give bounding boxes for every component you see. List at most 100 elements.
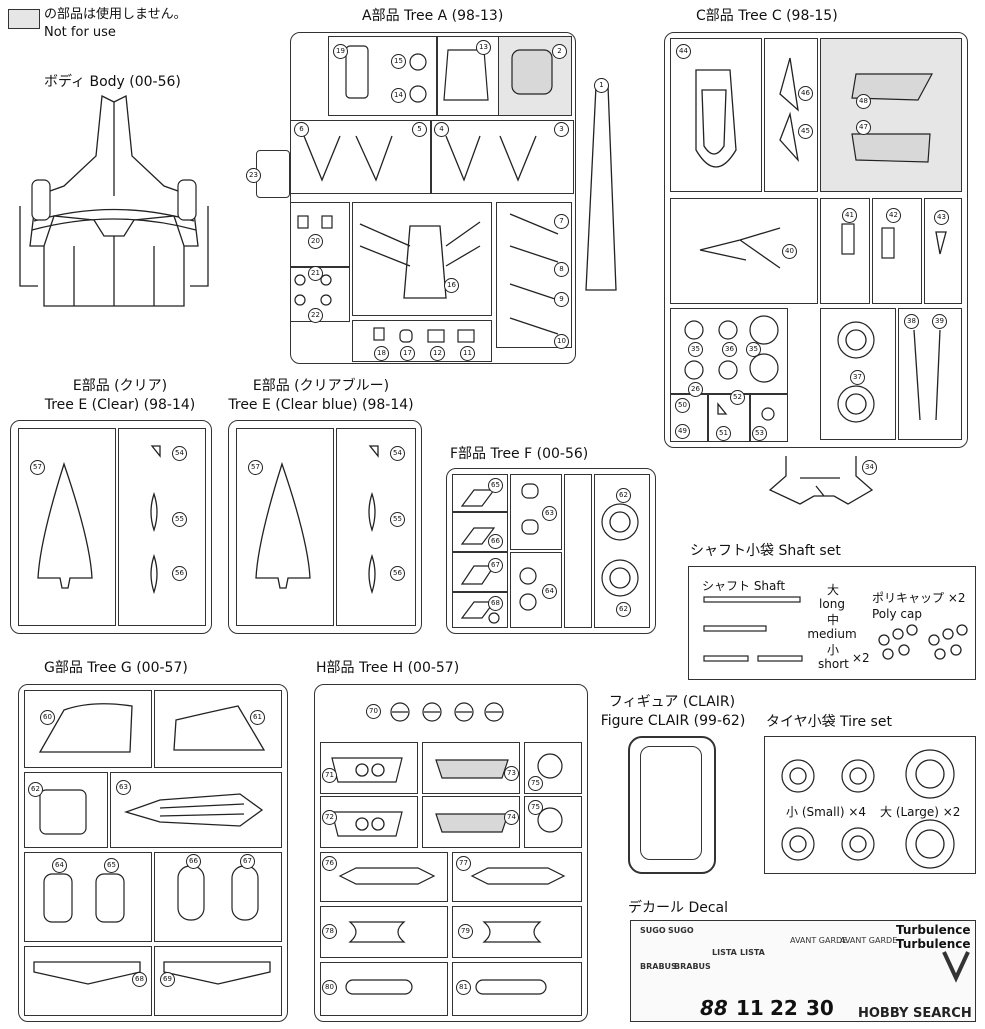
- tree-g-frame: [18, 684, 288, 1022]
- shaft-set-title: シャフト小袋 Shaft set: [690, 543, 841, 559]
- part-number-17: 17: [400, 346, 415, 361]
- part-number-56-blue: 56: [390, 566, 405, 581]
- tire-large-label: 大 (Large) ×2: [880, 805, 961, 819]
- tree-c-box-38-39: [898, 308, 962, 440]
- tree-f-box-66: [452, 512, 508, 552]
- decal-sheet: [630, 920, 976, 1022]
- part-number-55-blue: 55: [390, 512, 405, 527]
- tree-e-clear-title-jp: E部品 (クリア): [72, 378, 168, 394]
- tree-c-frame: [664, 32, 968, 448]
- tree-c-box-52-51: [708, 394, 750, 442]
- part-number-16: 16: [444, 278, 459, 293]
- part-number-64-g: 64: [52, 858, 67, 873]
- tree-g-box-69: [154, 946, 282, 1016]
- tree-f-box-blank: [564, 474, 592, 628]
- part-number-72: 72: [322, 810, 337, 825]
- tree-h-box-76: [320, 852, 448, 902]
- tree-a-box-19: [328, 36, 438, 116]
- part-number-40: 40: [782, 244, 797, 259]
- part-number-57-clear: 57: [30, 460, 45, 475]
- part-number-65-g: 65: [104, 858, 119, 873]
- part-number-52: 52: [730, 390, 745, 405]
- part-number-21: 21: [308, 266, 323, 281]
- shaft-medium-jp: 中: [826, 613, 839, 627]
- tree-c-box-48-47-not-used: [820, 38, 962, 192]
- tree-c-box-37: [820, 308, 896, 440]
- part-number-51: 51: [716, 426, 731, 441]
- part-number-35a: 35: [688, 342, 703, 357]
- part-number-78: 78: [322, 924, 337, 939]
- decal-number-88: 88: [700, 996, 728, 1020]
- tree-h-box-80: [320, 962, 448, 1016]
- tree-a-box-4-3: [430, 120, 574, 194]
- tree-h-box-71: [320, 742, 418, 794]
- tree-g-box-68: [24, 946, 152, 1016]
- tree-c-title: C部品 Tree C (98-15): [696, 8, 838, 24]
- part-number-57-blue: 57: [248, 460, 263, 475]
- decal-text-sugo-2: SUGO: [668, 926, 694, 935]
- tree-g-box-66-67: [154, 852, 282, 942]
- part-number-19: 19: [333, 44, 348, 59]
- tree-c-box-wheels: [670, 308, 788, 394]
- tree-g-box-63: [110, 772, 282, 848]
- part-number-10: 10: [554, 334, 569, 349]
- tree-a-box-7-10: [496, 202, 572, 348]
- tree-c-box-44: [670, 38, 762, 192]
- shaft-short-en: short: [818, 657, 849, 671]
- decal-number-22: 22: [770, 996, 798, 1020]
- part-number-8: 8: [554, 262, 569, 277]
- tree-h-box-77: [452, 852, 582, 902]
- part-number-11: 11: [460, 346, 475, 361]
- part-number-12: 12: [430, 346, 445, 361]
- tree-e-clear-box-57: [18, 428, 116, 626]
- body-title: ボディ Body (00-56): [44, 74, 181, 90]
- part-number-22: 22: [308, 308, 323, 323]
- shaft-short-qty: ×2: [852, 651, 870, 665]
- part-number-66-g: 66: [186, 854, 201, 869]
- part-number-62a: 62: [616, 488, 631, 503]
- part-number-34: 34: [862, 460, 877, 475]
- tree-e-blue-box-54-56: [336, 428, 416, 626]
- tree-e-clear-frame: [10, 420, 212, 634]
- shaft-label: シャフト Shaft: [702, 579, 786, 593]
- part-number-4: 4: [434, 122, 449, 137]
- part-number-73: 73: [504, 766, 519, 781]
- tree-f-box-64: [510, 552, 562, 628]
- part-number-68-g: 68: [132, 972, 147, 987]
- part-number-62-g: 62: [28, 782, 43, 797]
- tree-e-blue-box-57: [236, 428, 334, 626]
- part-number-9: 9: [554, 292, 569, 307]
- tire-small-label: 小 (Small) ×4: [786, 805, 867, 819]
- tree-h-box-74: [422, 796, 520, 848]
- tree-g-box-60: [24, 690, 152, 768]
- tree-f-box-67: [452, 552, 508, 592]
- tree-f-title: F部品 Tree F (00-56): [450, 446, 589, 462]
- tree-f-box-62: [594, 474, 650, 628]
- decal-text-brabus-1: BRABUS: [640, 962, 677, 971]
- tree-c-box-46-45: [764, 38, 818, 192]
- part-number-75b: 75: [528, 800, 543, 815]
- tree-a-box-18-11: [352, 320, 492, 362]
- shaft-set-frame: [688, 566, 976, 680]
- tree-g-title: G部品 Tree G (00-57): [44, 660, 188, 676]
- figure-inner: [640, 746, 702, 860]
- part-number-56-clear: 56: [172, 566, 187, 581]
- shaft-long-jp: 大: [826, 583, 839, 597]
- part-number-77: 77: [456, 856, 471, 871]
- part-number-35b: 35: [746, 342, 761, 357]
- watermark: HOBBY SEARCH: [858, 1006, 972, 1021]
- legend-jp: の部品は使用しません。: [44, 7, 187, 22]
- legend-en: Not for use: [44, 25, 116, 40]
- part-number-47: 47: [856, 120, 871, 135]
- part-number-79: 79: [458, 924, 473, 939]
- tree-c-box-53: [750, 394, 788, 442]
- part-number-5: 5: [412, 122, 427, 137]
- part-number-74: 74: [504, 810, 519, 825]
- part-number-62b: 62: [616, 602, 631, 617]
